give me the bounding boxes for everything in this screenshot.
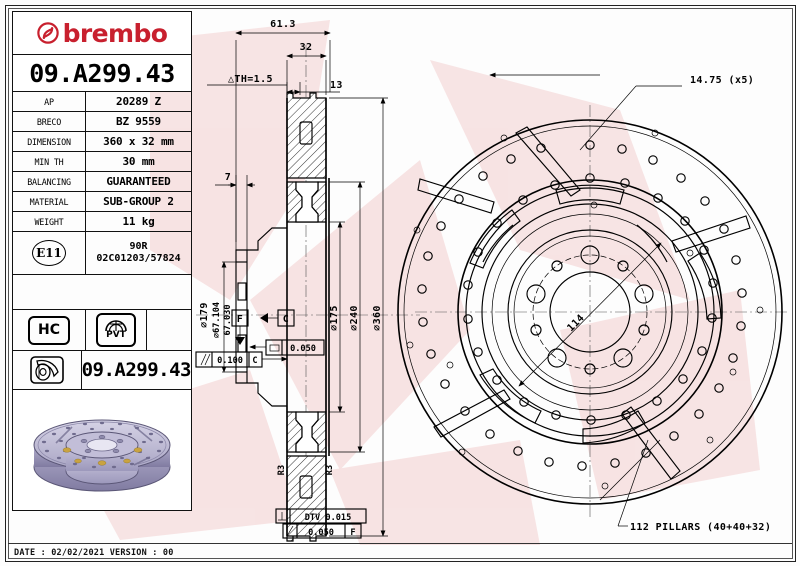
homologation-code-line1: 90R (129, 240, 148, 252)
sheet-border (5, 5, 796, 562)
sheet-inner-border (8, 8, 793, 559)
spec-value: 360 x 32 mm (103, 135, 174, 148)
homologation-code-line2: 02C01203/57824 (96, 253, 181, 264)
homologation-row: E11 90R 02C01203/57824 (12, 232, 192, 275)
spec-value: 20289 Z (116, 95, 161, 108)
part-number-text: 09.A299.43 (29, 58, 175, 88)
brand-name: brembo (62, 18, 168, 48)
spec-value: BZ 9559 (116, 115, 161, 128)
brembo-swirl-icon (36, 22, 59, 44)
spec-label: BALANCING (13, 172, 86, 191)
spec-label: AP (13, 92, 86, 111)
hc-badge-cell: HC (13, 310, 86, 350)
pvt-badge-cell: PVT (86, 310, 147, 350)
disc-part-number: 09.A299.43 (81, 359, 192, 381)
title-block: brembo 09.A299.43 AP 20289 Z BRECO BZ 95… (12, 11, 192, 511)
product-photo-cell (12, 390, 192, 511)
footer-date-version: DATE : 02/02/2021 VERSION : 00 (14, 548, 174, 558)
spec-row-breco: BRECO BZ 9559 (12, 112, 192, 132)
spec-row-balancing: BALANCING GUARANTEED (12, 172, 192, 192)
brand-logo-cell: brembo (12, 11, 192, 55)
e11-badge-cell: E11 (13, 232, 86, 274)
spec-label: WEIGHT (13, 212, 86, 231)
spec-value: 11 kg (122, 215, 155, 228)
homologation-code: 90R 02C01203/57824 (86, 232, 191, 274)
blank-row (12, 275, 192, 310)
spec-row-weight: WEIGHT 11 kg (12, 212, 192, 232)
spec-label: MATERIAL (13, 192, 86, 211)
hc-badge: HC (28, 315, 70, 345)
certification-badges-row: HC PVT (12, 310, 192, 351)
brake-disc-icon-cell (13, 351, 82, 389)
pvt-arc-icon (105, 320, 127, 331)
pvt-label: PVT (106, 330, 126, 340)
brake-disc-icon (29, 356, 64, 384)
pvt-badge: PVT (96, 313, 136, 347)
spec-label: BRECO (13, 112, 86, 131)
drilled-slotted-brake-disc-photo (33, 419, 171, 492)
spec-row-material: MATERIAL SUB-GROUP 2 (12, 192, 192, 212)
spec-value: GUARANTEED (106, 175, 171, 188)
spec-label: MIN TH (13, 152, 86, 171)
spec-value: 30 mm (122, 155, 155, 168)
spec-label: DIMENSION (13, 132, 86, 151)
spec-row-dimension: DIMENSION 360 x 32 mm (12, 132, 192, 152)
badge-empty-cell (147, 310, 191, 350)
footer-divider (8, 543, 792, 544)
disc-icon-row: 09.A299.43 (12, 351, 192, 390)
part-number-header: 09.A299.43 (12, 55, 192, 92)
e11-badge: E11 (32, 240, 66, 266)
spec-row-ap: AP 20289 Z (12, 92, 192, 112)
spec-row-min-th: MIN TH 30 mm (12, 152, 192, 172)
spec-value: SUB-GROUP 2 (103, 195, 174, 208)
